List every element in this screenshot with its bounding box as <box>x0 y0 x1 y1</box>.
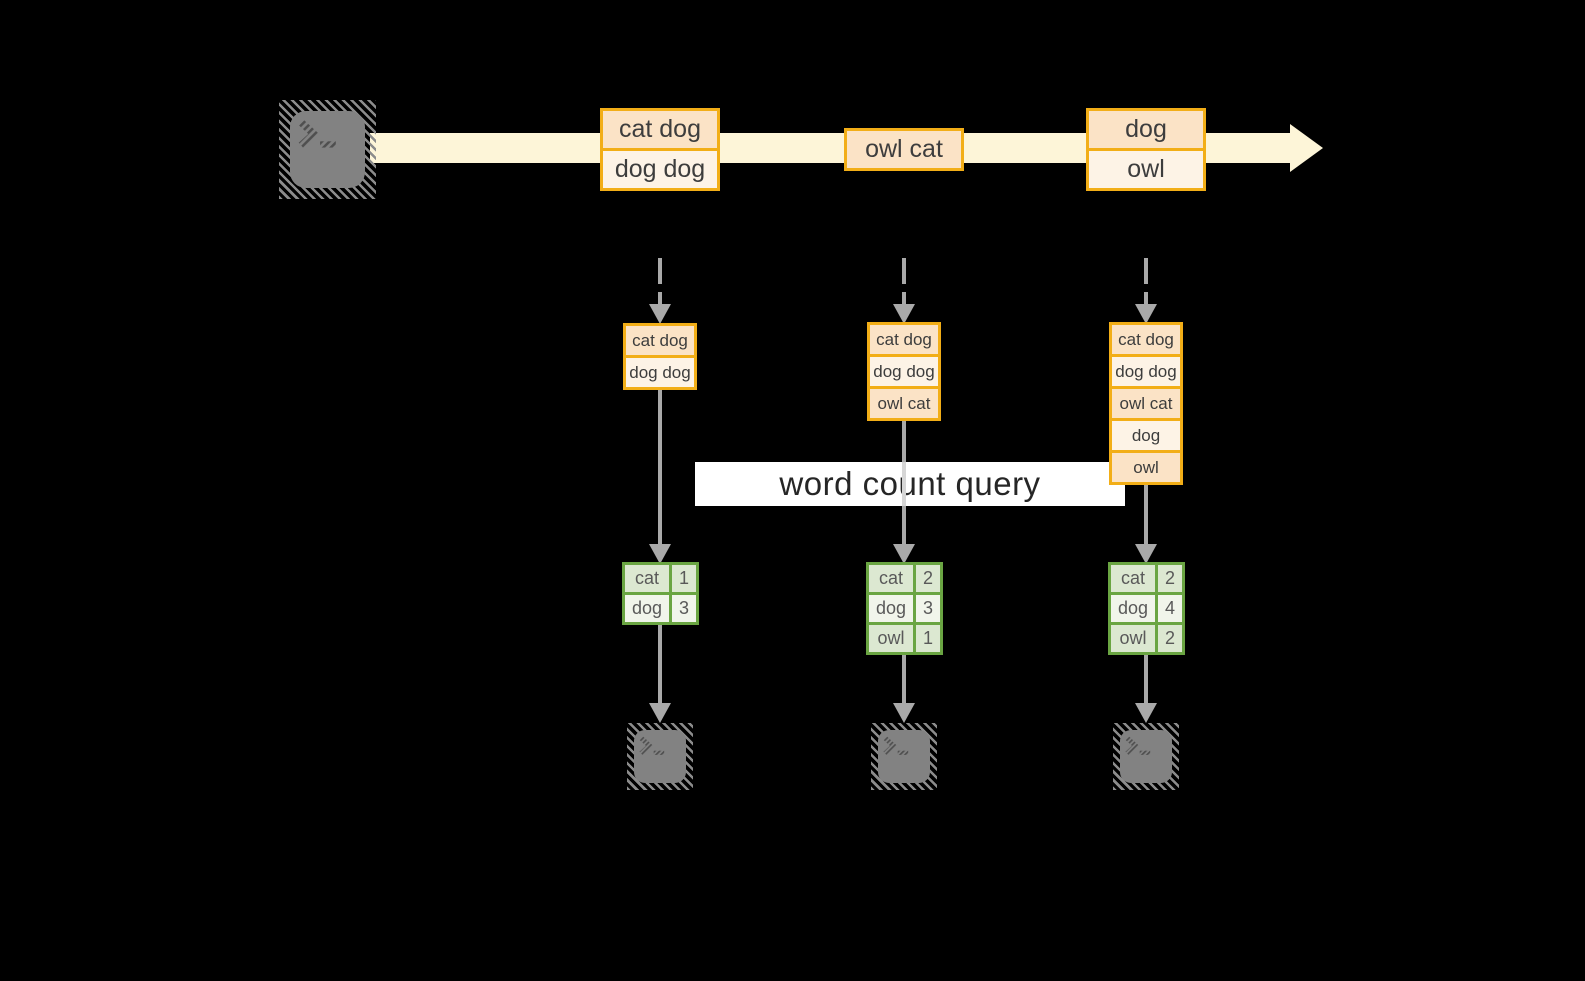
window-item: cat dog <box>1112 325 1180 354</box>
dashed-arrow-segment <box>902 292 906 306</box>
window-item: dog <box>1112 418 1180 450</box>
stream-event-line: owl <box>1089 148 1203 188</box>
count-word: cat <box>869 565 913 592</box>
count-value: 3 <box>672 595 696 622</box>
dashed-arrow-segment <box>1144 292 1148 306</box>
count-table: cat 1 dog 3 <box>622 562 699 625</box>
arrow-line <box>1144 485 1148 544</box>
stream-event-box: dog owl <box>1086 108 1206 191</box>
arrow-line <box>902 655 906 703</box>
count-value: 1 <box>916 625 940 652</box>
window-item: dog dog <box>1112 354 1180 386</box>
query-label: word count query <box>695 462 1125 506</box>
arrowhead-icon <box>1135 544 1157 564</box>
terminal-body <box>878 730 930 783</box>
window-stack: cat dog dog dog owl cat dog owl <box>1109 322 1183 485</box>
arrow-line <box>658 625 662 703</box>
count-table: cat 2 dog 4 owl 2 <box>1108 562 1185 655</box>
dashed-arrow-segment <box>658 258 662 284</box>
window-stack: cat dog dog dog owl cat <box>867 322 941 421</box>
sink-terminal-icon <box>871 723 937 790</box>
window-item: dog dog <box>626 355 694 387</box>
source-terminal-icon <box>279 100 376 199</box>
arrowhead-icon <box>893 703 915 723</box>
terminal-body <box>1120 730 1172 783</box>
terminal-body <box>634 730 686 783</box>
sink-terminal-icon <box>627 723 693 790</box>
count-value: 2 <box>916 565 940 592</box>
terminal-prompt-icon <box>298 119 336 149</box>
sink-terminal-icon <box>1113 723 1179 790</box>
terminal-prompt-icon <box>639 736 665 756</box>
count-value: 1 <box>672 565 696 592</box>
terminal-body <box>290 111 365 188</box>
window-item: cat dog <box>870 325 938 354</box>
count-value: 2 <box>1158 625 1182 652</box>
count-word: owl <box>869 625 913 652</box>
stream-event-line: owl cat <box>847 131 961 168</box>
arrowhead-icon <box>893 544 915 564</box>
stream-event-line: cat dog <box>603 111 717 148</box>
arrowhead-icon <box>893 304 915 324</box>
window-item: dog dog <box>870 354 938 386</box>
count-table: cat 2 dog 3 owl 1 <box>866 562 943 655</box>
arrow-line <box>1144 655 1148 703</box>
terminal-prompt-icon <box>1125 736 1151 756</box>
count-value: 3 <box>916 595 940 622</box>
arrowhead-icon <box>649 703 671 723</box>
count-word: cat <box>1111 565 1155 592</box>
window-item: owl cat <box>1112 386 1180 418</box>
count-word: dog <box>869 595 913 622</box>
arrow-through-band <box>902 462 906 506</box>
count-word: dog <box>1111 595 1155 622</box>
count-word: dog <box>625 595 669 622</box>
terminal-prompt-icon <box>883 736 909 756</box>
stream-event-box: cat dog dog dog <box>600 108 720 191</box>
dashed-arrow-segment <box>1144 258 1148 284</box>
dashed-arrow-segment <box>658 292 662 306</box>
window-stack: cat dog dog dog <box>623 323 697 390</box>
arrow-line <box>658 390 662 544</box>
count-word: cat <box>625 565 669 592</box>
window-item: cat dog <box>626 326 694 355</box>
arrowhead-icon <box>649 544 671 564</box>
count-value: 4 <box>1158 595 1182 622</box>
count-value: 2 <box>1158 565 1182 592</box>
dashed-arrow-segment <box>902 258 906 284</box>
window-item: owl <box>1112 450 1180 482</box>
stream-event-line: dog <box>1089 111 1203 148</box>
arrowhead-icon <box>649 304 671 324</box>
count-word: owl <box>1111 625 1155 652</box>
query-label-text: word count query <box>779 465 1041 502</box>
arrowhead-icon <box>1135 703 1157 723</box>
stream-arrowhead-icon <box>1290 124 1323 172</box>
stream-event-box: owl cat <box>844 128 964 171</box>
window-item: owl cat <box>870 386 938 418</box>
arrowhead-icon <box>1135 304 1157 324</box>
stream-event-line: dog dog <box>603 148 717 188</box>
